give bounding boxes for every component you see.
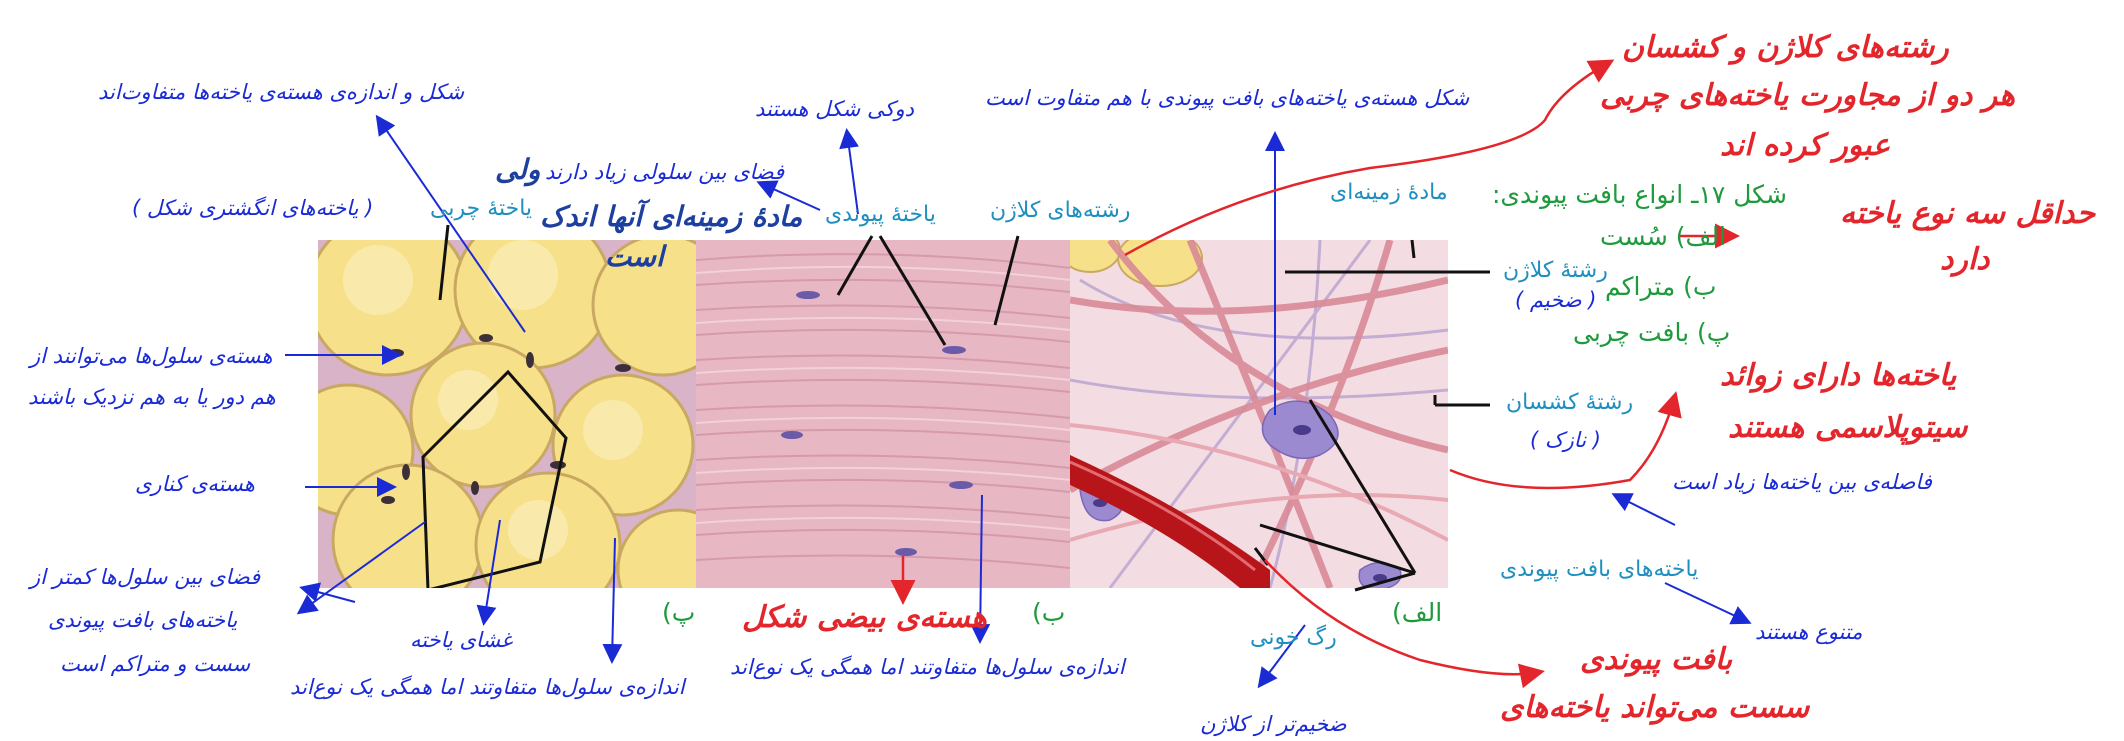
note-nucleus-distance-1: هسته‌ی سلول‌ها می‌توانند از (30, 344, 272, 368)
note-but: ولی (495, 153, 540, 186)
label-elastic-fiber: رشتهٔ کشسان (1506, 390, 1633, 415)
note-diverse: متنوع هستند (1755, 620, 1862, 644)
note-loose-nucleus: شکل هسته‌ی یاخته‌های بافت پیوندی با هم م… (985, 86, 1469, 110)
note-peripheral-nucleus: هسته‌ی کناری (135, 472, 255, 496)
note-loose-tissue-1: بافت پیوندی (1580, 642, 1732, 677)
note-multinucleus-2: سیتوپلاسمی هستند (1728, 410, 1967, 445)
note-thicker-than-collagen: ضخیم‌تر از کلاژن (1200, 712, 1347, 736)
caption-c: پ) بافت چربی (1573, 318, 1730, 347)
label-collagen-fibers: رشته‌های کلاژن (990, 198, 1130, 223)
note-distance-large: فاصله‌ی بین یاخته‌ها زیاد است (1672, 470, 1932, 494)
caption-b: ب) متراکم (1605, 272, 1716, 301)
note-intercell-space-1: فضای بین سلول‌ها کمتر از (30, 565, 260, 589)
note-ground-little-2: است (605, 240, 664, 273)
label-fat-cell: یاختهٔ چربی (430, 196, 532, 221)
note-nucleus-distance-2: هم دور یا به هم نزدیک باشند (28, 385, 276, 409)
note-fibers-3: عبور کرده اند (1720, 128, 1890, 163)
note-spindle-nucleus: دوکی شکل هستند (755, 97, 914, 121)
note-ring-cells: ( یاخته‌های انگشتری شکل ) (132, 196, 373, 220)
label-elastic-thin: ( نازک ) (1530, 428, 1601, 452)
note-fibers-1: رشته‌های کلاژن و کشسان (1622, 30, 1949, 65)
note-adipose-size: اندازه‌ی سلول‌ها متفاوتند اما همگی یک نو… (290, 675, 685, 699)
note-multinucleus-1: یاخته‌ها دارای زوائد (1720, 358, 1956, 393)
label-blood-vessel: رگ خونی (1250, 625, 1337, 650)
caption-title: شکل ۱۷ـ انواع بافت پیوندی: (1492, 180, 1787, 209)
note-loose-tissue-2: سست می‌تواند یاخته‌های (1500, 690, 1809, 725)
label-connective-cell: یاختهٔ پیوندی (825, 202, 936, 227)
note-intercell-space-3: سست و متراکم است (60, 652, 250, 676)
note-intercell-many: فضای بین سلولی زیاد دارند (545, 160, 784, 184)
note-intercell-space-2: یاخته‌های بافت پیوندی (48, 608, 237, 632)
note-cell-membrane: غشای یاخته (410, 628, 512, 652)
note-three-types-1: حداقل سه نوع یاخته (1840, 196, 2095, 231)
caption-a: الف) سُست (1600, 222, 1726, 251)
note-dense-size: اندازه‌ی سلول‌ها متفاوتند اما همگی یک نو… (730, 655, 1125, 679)
label-connective-cells: یاخته‌های بافت پیوندی (1500, 557, 1698, 582)
note-fibers-2: هر دو از مجاورت یاخته‌های چربی (1600, 78, 2015, 113)
note-ground-little-1: مادهٔ زمینه‌ای آنها اندک (540, 200, 802, 233)
note-three-types-2: دارد (1940, 242, 1990, 277)
label-collagen-fiber: رشتهٔ کلاژن (1503, 258, 1608, 283)
label-ground-substance: مادهٔ زمینه‌ای (1330, 180, 1448, 205)
note-nucleus-shape-size: شکل و اندازه‌ی هسته‌ی یاخته‌ها متفاوت‌ان… (98, 80, 464, 104)
label-collagen-thick: ( ضخیم ) (1515, 288, 1596, 312)
note-oval-nucleus: هسته‌ی بیضی شکل (742, 600, 987, 635)
